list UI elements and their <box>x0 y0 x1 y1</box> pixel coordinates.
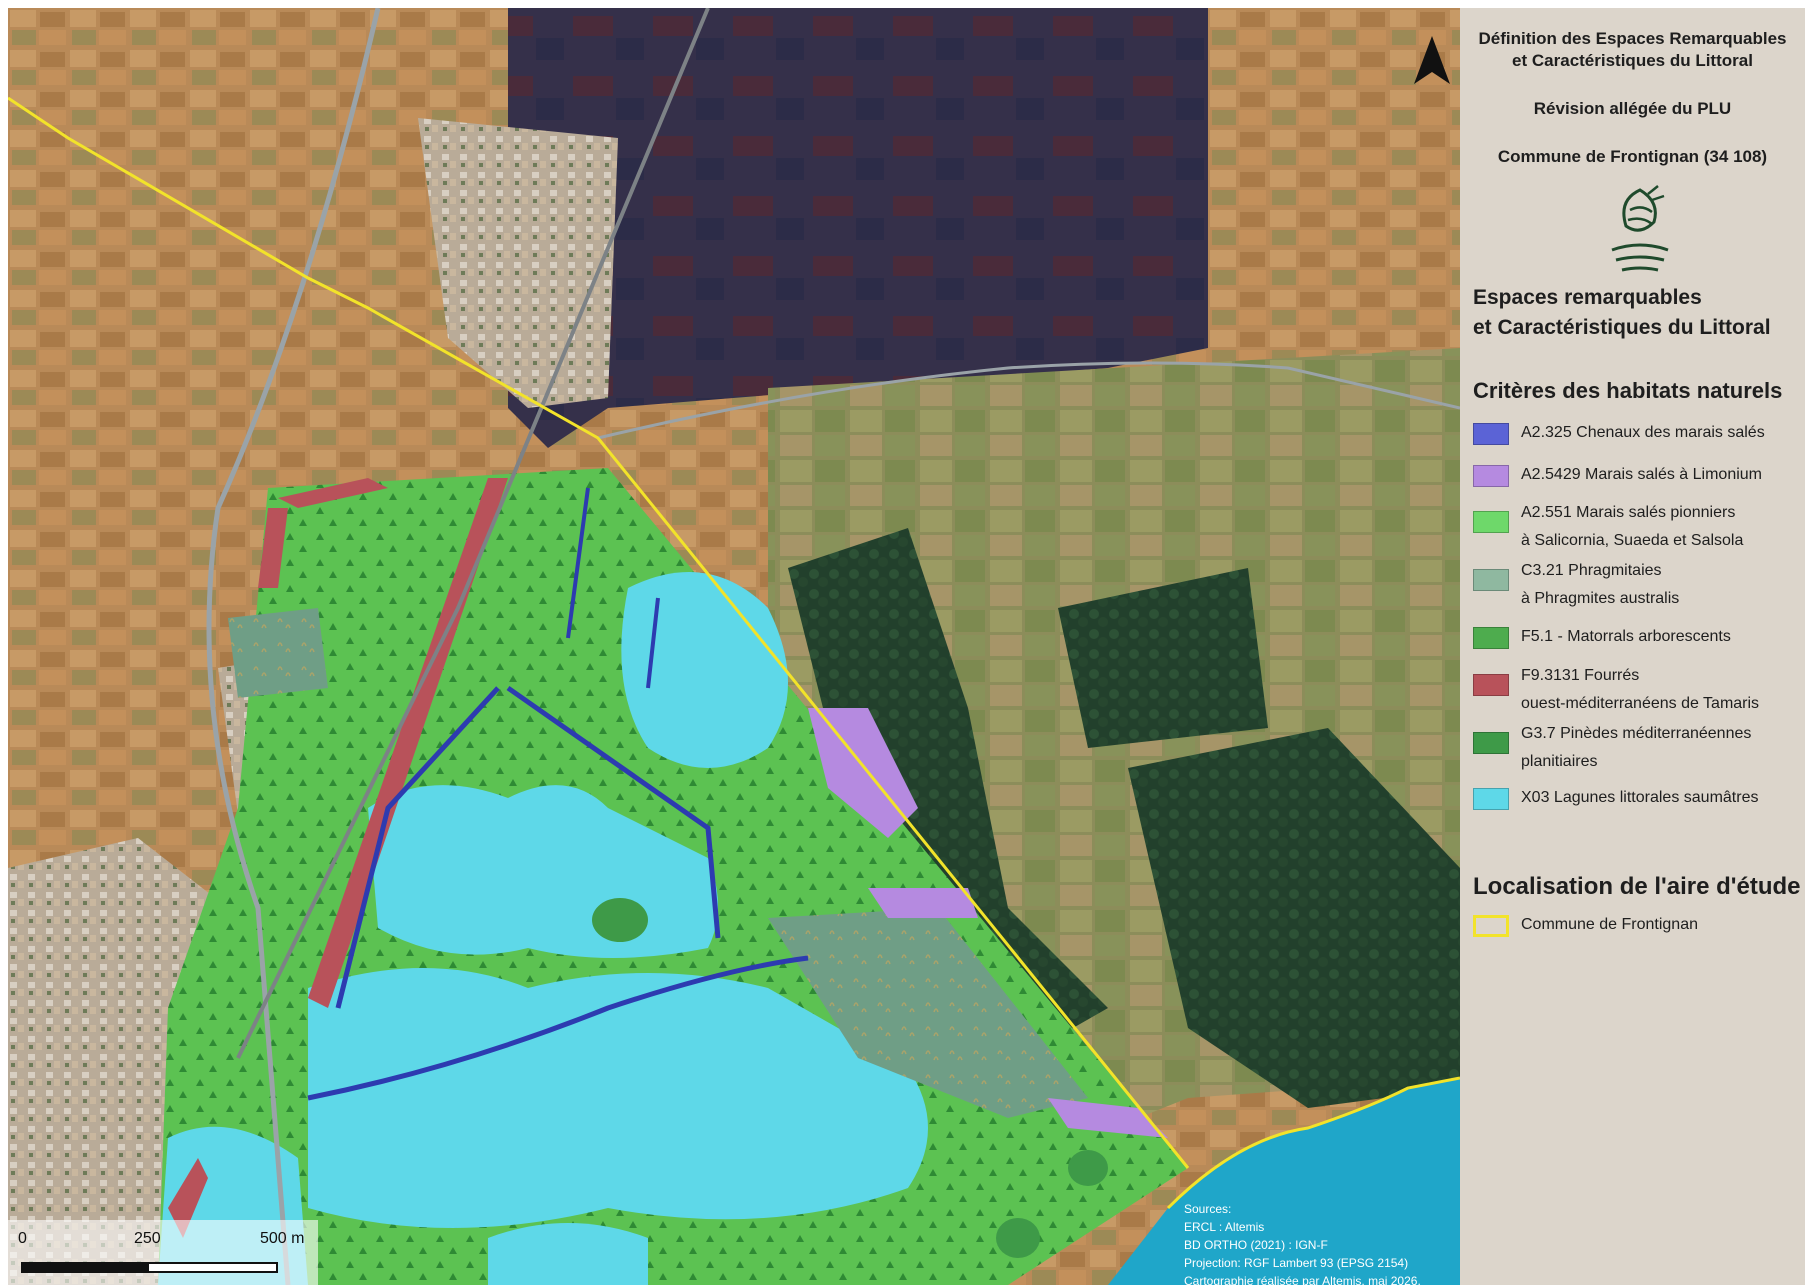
habitat-phragmites <box>228 608 328 698</box>
habitat-pine-grove <box>592 898 648 942</box>
legend-swatch <box>1473 732 1509 754</box>
pine-forest-area <box>1058 568 1268 748</box>
legend-label: X03 Lagunes littorales saumâtres <box>1521 789 1759 806</box>
legend-swatch <box>1473 915 1509 937</box>
road <box>597 361 1460 440</box>
legend-label: à Phragmites australis <box>1521 590 1680 607</box>
habitat-limonium-marsh <box>808 708 918 838</box>
legend-item-f93131: F9.3131 Fourrés ouest-méditerranéens de … <box>1473 666 1803 714</box>
legend-label: F9.3131 Fourrés <box>1521 667 1640 684</box>
map-view[interactable]: 0 250 500 m Sources: ERCL : Altemis BD O… <box>8 8 1460 1285</box>
source-line: BD ORTHO (2021) : IGN-F <box>1184 1238 1328 1252</box>
legend-panel: Définition des Espaces Remarquables et C… <box>1460 8 1805 1285</box>
legend-swatch <box>1473 674 1509 696</box>
legend-swatch <box>1473 788 1509 810</box>
habitat-salt-marsh-channel <box>307 685 809 1101</box>
legend-label: F5.1 - Matorrals arborescents <box>1521 628 1731 645</box>
legend-label: G3.7 Pinèdes méditerranéennes <box>1521 725 1752 742</box>
habitat-pine-grove <box>1068 1150 1108 1186</box>
north-arrow-icon <box>1412 34 1452 86</box>
sea <box>1108 1078 1460 1285</box>
location-section-title: Localisation de l'aire d'étude <box>1473 873 1801 900</box>
habitat-tamaris-thicket <box>258 508 288 588</box>
legend-item-a25429: A2.5429 Marais salés à Limonium <box>1473 465 1803 513</box>
scale-label-500: 500 m <box>260 1230 305 1247</box>
source-line: Cartographie réalisée par Altemis, mai 2… <box>1184 1274 1421 1285</box>
habitat-tamaris-thicket <box>278 478 388 508</box>
habitat-lagoon <box>488 1223 648 1285</box>
legend-swatch <box>1473 627 1509 649</box>
scale-bar-background <box>8 1220 318 1285</box>
railway <box>236 8 710 1059</box>
legend-label: ouest-méditerranéens de Tamaris <box>1521 695 1760 712</box>
map-subtitle: Révision allégée du PLU <box>1533 99 1732 118</box>
source-line: ERCL : Altemis <box>1184 1220 1265 1234</box>
wave-leaf-logo <box>1600 180 1680 285</box>
legend-item-a2325: A2.325 Chenaux des marais salés <box>1473 423 1803 471</box>
legend-label: Commune de Frontignan <box>1521 916 1698 933</box>
habitat-lagoon <box>308 968 928 1228</box>
scale-label-0: 0 <box>18 1230 27 1247</box>
source-line: Projection: RGF Lambert 93 (EPSG 2154) <box>1184 1256 1409 1270</box>
legend-swatch <box>1473 511 1509 533</box>
habitat-tamaris-thicket <box>168 1158 208 1238</box>
legend-item-c321: C3.21 Phragmitaies à Phragmites australi… <box>1473 561 1803 609</box>
commune-name: Commune de Frontignan (34 108) <box>1497 147 1768 166</box>
pine-forest-area <box>788 528 1108 1088</box>
commune-boundary <box>8 96 1190 1169</box>
legend-swatch <box>1473 465 1509 487</box>
section-title-line1: Espaces remarquables <box>1473 286 1702 309</box>
legend-label: A2.551 Marais salés pionniers <box>1521 504 1736 521</box>
habitat-salt-marsh-channel <box>566 487 660 689</box>
urban-area <box>418 118 618 408</box>
legend-label: planitiaires <box>1521 753 1598 770</box>
legend-label: A2.325 Chenaux des marais salés <box>1521 424 1765 441</box>
habitat-phragmites <box>768 908 1088 1118</box>
pine-forest-area <box>1128 728 1460 1108</box>
legend-swatch <box>1473 569 1509 591</box>
habitat-pine-grove <box>996 1218 1040 1258</box>
section-title-line2: et Caractéristiques du Littoral <box>1473 316 1771 339</box>
scale-label-250: 250 <box>134 1230 161 1247</box>
scale-bar-segment <box>22 1263 149 1272</box>
legend-item-a2551: A2.551 Marais salés pionniers à Salicorn… <box>1473 503 1803 551</box>
highway <box>206 8 381 1285</box>
legend-swatch <box>1473 423 1509 445</box>
source-line: Sources: <box>1184 1202 1232 1216</box>
legend-label: A2.5429 Marais salés à Limonium <box>1521 466 1763 483</box>
legend-item-commune: Commune de Frontignan <box>1473 915 1803 963</box>
map-canvas <box>8 8 1460 1285</box>
legend-item-g37: G3.7 Pinèdes méditerranéennes planitiair… <box>1473 724 1803 772</box>
legend-label: à Salicornia, Suaeda et Salsola <box>1521 532 1744 549</box>
salt-marsh-area <box>508 8 1208 448</box>
legend-item-x03: X03 Lagunes littorales saumâtres <box>1473 788 1803 836</box>
habitats-section-title: Critères des habitats naturels <box>1473 378 1783 403</box>
legend-item-f51: F5.1 - Matorrals arborescents <box>1473 627 1803 675</box>
habitat-limonium-marsh <box>868 888 978 918</box>
coastline <box>1166 1076 1460 1210</box>
map-title-line1: Définition des Espaces Remarquables <box>1478 29 1787 48</box>
legend-label: C3.21 Phragmitaies <box>1521 562 1662 579</box>
map-title-line2: et Caractéristiques du Littoral <box>1512 51 1753 70</box>
